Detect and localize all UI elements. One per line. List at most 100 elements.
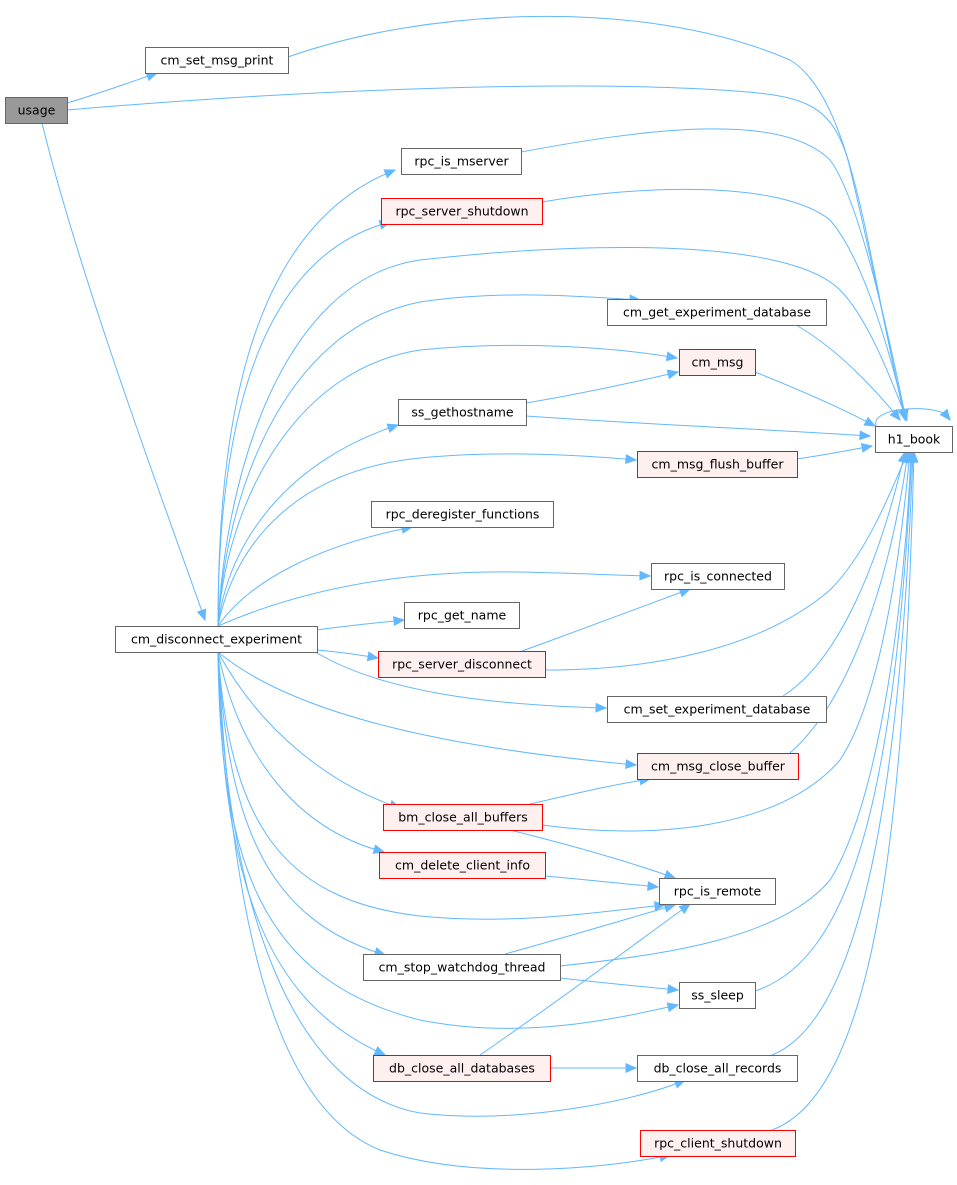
edge-cm-msg-to-h1-book-arrowhead xyxy=(863,416,877,427)
node-bm-close-all-buffers[interactable]: bm_close_all_buffers xyxy=(383,804,543,831)
edge-usage-to-cm-disconnect-experiment-arrowhead xyxy=(196,608,207,622)
edge-bm-close-all-buffers-to-rpc-is-remote xyxy=(509,829,676,879)
edge-h1-book-to-h1-book-arrowhead xyxy=(939,408,951,422)
edge-cm-disconnect-experiment-to-cm-set-experiment-database-arrowhead xyxy=(595,702,608,713)
edge-usage-to-cm-disconnect-experiment xyxy=(41,122,206,621)
edge-cm-disconnect-experiment-to-rpc-is-connected-arrowhead xyxy=(639,570,652,581)
node-rpc-server-disconnect-box[interactable] xyxy=(378,651,546,678)
node-bm-close-all-buffers-box[interactable] xyxy=(383,804,543,831)
node-cm-delete-client-info-label: cm_delete_client_info xyxy=(395,858,530,873)
node-cm-msg-close-buffer[interactable]: cm_msg_close_buffer xyxy=(637,753,799,780)
edge-ss-gethostname-to-cm-msg xyxy=(525,371,679,404)
edge-db-close-all-databases-to-db-close-all-records-arrowhead xyxy=(625,1063,638,1073)
edge-cm-disconnect-experiment-to-rpc-server-disconnect-arrowhead xyxy=(366,651,380,662)
edge-ss-gethostname-to-cm-msg-arrowhead xyxy=(666,369,680,380)
node-cm-msg-flush-buffer-label: cm_msg_flush_buffer xyxy=(652,457,785,472)
node-cm-msg-box[interactable] xyxy=(679,349,756,376)
node-ss-sleep-label: ss_sleep xyxy=(691,988,744,1003)
node-rpc-is-mserver-label: rpc_is_mserver xyxy=(414,154,509,169)
node-cm-set-msg-print[interactable]: cm_set_msg_print xyxy=(145,47,289,74)
edge-cm-disconnect-experiment-to-ss-sleep-arrowhead xyxy=(666,1002,680,1013)
node-cm-msg-flush-buffer-box[interactable] xyxy=(637,451,798,478)
node-rpc-server-shutdown-box[interactable] xyxy=(381,198,543,225)
edge-cm-msg-flush-buffer-to-h1-book-arrowhead xyxy=(860,443,874,453)
node-cm-msg[interactable]: cm_msg xyxy=(679,349,756,376)
node-cm-set-experiment-database-box[interactable] xyxy=(607,696,827,723)
edge-rpc-server-disconnect-to-rpc-is-connected xyxy=(521,588,691,652)
node-cm-get-experiment-database-box[interactable] xyxy=(607,299,827,326)
edge-cm-disconnect-experiment-to-h1-book xyxy=(217,247,908,627)
node-h1-book-label: h1_book xyxy=(888,432,941,447)
edge-rpc-server-shutdown-to-h1-book xyxy=(541,188,907,421)
edge-usage-to-h1-book xyxy=(66,85,906,421)
edge-cm-msg-flush-buffer-to-h1-book xyxy=(796,445,873,460)
edge-cm-disconnect-experiment-to-cm-msg-flush-buffer-arrowhead xyxy=(625,454,638,465)
node-usage[interactable]: usage xyxy=(5,97,68,124)
node-rpc-client-shutdown-box[interactable] xyxy=(640,1130,796,1157)
edge-rpc-server-disconnect-to-h1-book xyxy=(544,451,909,671)
edge-cm-get-experiment-database-to-h1-book-arrowhead xyxy=(889,408,901,422)
edge-cm-disconnect-experiment-to-cm-get-experiment-database xyxy=(217,294,641,627)
node-db-close-all-records[interactable]: db_close_all_records xyxy=(637,1055,798,1082)
edge-db-close-all-records-to-h1-book xyxy=(771,451,914,1056)
node-cm-stop-watchdog-thread-label: cm_stop_watchdog_thread xyxy=(379,960,546,975)
node-rpc-deregister-functions-box[interactable] xyxy=(371,501,554,528)
node-cm-set-msg-print-box[interactable] xyxy=(145,47,289,74)
edge-cm-disconnect-experiment-to-db-close-all-records xyxy=(217,651,686,1117)
node-cm-msg-flush-buffer[interactable]: cm_msg_flush_buffer xyxy=(637,451,798,478)
node-cm-msg-label: cm_msg xyxy=(692,355,744,370)
node-rpc-server-disconnect[interactable]: rpc_server_disconnect xyxy=(378,651,546,678)
node-rpc-is-remote[interactable]: rpc_is_remote xyxy=(659,878,776,905)
node-rpc-server-disconnect-label: rpc_server_disconnect xyxy=(392,657,532,672)
edge-cm-disconnect-experiment-to-rpc-get-name-arrowhead xyxy=(393,616,406,627)
node-cm-msg-close-buffer-box[interactable] xyxy=(637,753,799,780)
node-rpc-is-mserver-box[interactable] xyxy=(401,148,522,175)
edge-cm-disconnect-experiment-to-cm-msg-close-buffer-arrowhead xyxy=(625,759,638,769)
node-cm-set-experiment-database[interactable]: cm_set_experiment_database xyxy=(607,696,827,723)
node-rpc-server-shutdown[interactable]: rpc_server_shutdown xyxy=(381,198,543,225)
node-rpc-is-remote-box[interactable] xyxy=(659,878,776,905)
node-cm-get-experiment-database[interactable]: cm_get_experiment_database xyxy=(607,299,827,326)
node-cm-disconnect-experiment-box[interactable] xyxy=(115,626,318,653)
node-cm-stop-watchdog-thread-box[interactable] xyxy=(363,954,561,981)
node-cm-get-experiment-database-label: cm_get_experiment_database xyxy=(623,305,811,320)
node-h1-book-box[interactable] xyxy=(875,426,953,453)
node-rpc-client-shutdown[interactable]: rpc_client_shutdown xyxy=(640,1130,796,1157)
edge-cm-disconnect-experiment-to-db-close-all-databases-arrowhead xyxy=(373,1046,387,1056)
node-rpc-get-name[interactable]: rpc_get_name xyxy=(404,602,520,629)
node-db-close-all-databases[interactable]: db_close_all_databases xyxy=(373,1055,551,1082)
edge-cm-disconnect-experiment-to-rpc-client-shutdown xyxy=(217,651,671,1170)
node-rpc-server-shutdown-label: rpc_server_shutdown xyxy=(395,204,528,219)
edge-cm-disconnect-experiment-to-cm-msg-flush-buffer xyxy=(217,453,637,627)
node-rpc-is-connected[interactable]: rpc_is_connected xyxy=(651,563,785,590)
node-rpc-get-name-label: rpc_get_name xyxy=(418,608,507,623)
edge-cm-disconnect-experiment-to-cm-delete-client-info-arrowhead xyxy=(372,844,386,854)
edge-cm-disconnect-experiment-to-rpc-is-mserver-arrowhead xyxy=(383,169,397,179)
node-rpc-deregister-functions[interactable]: rpc_deregister_functions xyxy=(371,501,554,528)
edge-cm-msg-to-h1-book xyxy=(754,371,876,427)
node-usage-box[interactable] xyxy=(5,97,68,124)
node-cm-disconnect-experiment[interactable]: cm_disconnect_experiment xyxy=(115,626,318,653)
edge-cm-disconnect-experiment-to-cm-delete-client-info xyxy=(217,651,385,853)
node-ss-gethostname-box[interactable] xyxy=(398,399,527,426)
node-rpc-is-mserver[interactable]: rpc_is_mserver xyxy=(401,148,522,175)
node-db-close-all-databases-box[interactable] xyxy=(373,1055,551,1082)
edge-usage-to-cm-set-msg-print xyxy=(66,72,158,104)
node-ss-sleep[interactable]: ss_sleep xyxy=(679,982,756,1009)
edge-cm-stop-watchdog-thread-to-ss-sleep xyxy=(559,977,679,991)
edges-layer xyxy=(41,15,951,1170)
node-h1-book[interactable]: h1_book xyxy=(875,426,953,453)
node-cm-delete-client-info-box[interactable] xyxy=(379,852,546,879)
node-ss-gethostname[interactable]: ss_gethostname xyxy=(398,399,527,426)
node-cm-stop-watchdog-thread[interactable]: cm_stop_watchdog_thread xyxy=(363,954,561,981)
node-rpc-get-name-box[interactable] xyxy=(404,602,520,629)
node-db-close-all-databases-label: db_close_all_databases xyxy=(389,1061,535,1076)
edge-db-close-all-databases-to-rpc-is-remote-arrowhead xyxy=(678,903,692,915)
edge-rpc-is-mserver-to-h1-book xyxy=(520,128,907,421)
edge-ss-gethostname-to-h1-book xyxy=(525,415,871,437)
node-cm-delete-client-info[interactable]: cm_delete_client_info xyxy=(379,852,546,879)
node-rpc-is-connected-box[interactable] xyxy=(651,563,785,590)
node-ss-sleep-box[interactable] xyxy=(679,982,756,1009)
edge-cm-msg-close-buffer-to-h1-book xyxy=(789,451,909,754)
node-db-close-all-records-box[interactable] xyxy=(637,1055,798,1082)
